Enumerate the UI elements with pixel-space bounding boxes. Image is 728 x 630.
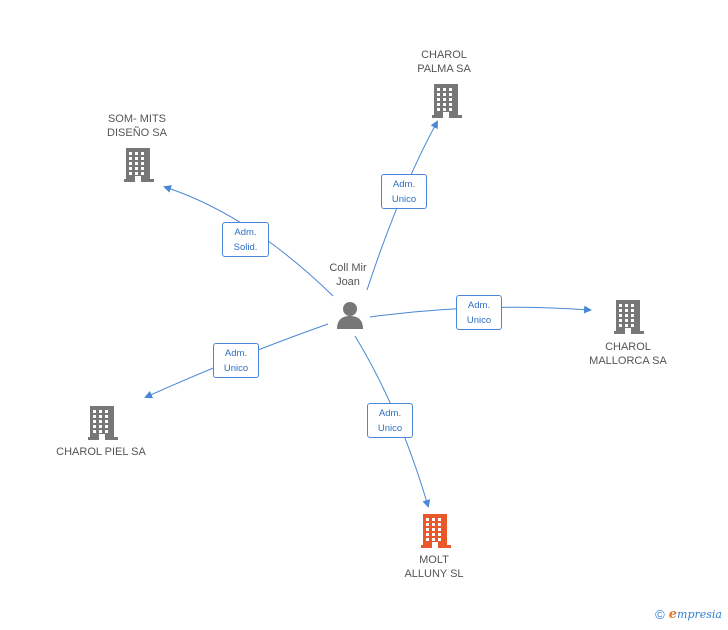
copyright-symbol: © (655, 607, 665, 622)
company-label-sommits: SOM- MITS DISEÑO SA (107, 113, 167, 139)
building-icon-palma[interactable] (432, 84, 462, 123)
company-label-palma: CHAROL PALMA SA (417, 49, 471, 75)
brand-logo: empresia (668, 607, 722, 622)
footer-brand[interactable]: © empresia (655, 607, 722, 622)
company-label-piel: CHAROL PIEL SA (56, 446, 146, 458)
edge-label-sommits[interactable]: Adm. Solid. (222, 222, 269, 257)
edge-label-piel[interactable]: Adm. Unico (213, 343, 259, 378)
building-icon-mallorca[interactable] (614, 300, 644, 339)
building-icon-molt[interactable] (421, 514, 451, 553)
building-icon-piel[interactable] (88, 406, 118, 445)
center-person-label: Coll Mir Joan (329, 262, 367, 288)
edge-label-palma[interactable]: Adm. Unico (381, 174, 427, 209)
building-icon-sommits[interactable] (124, 148, 154, 187)
edge-label-mallorca[interactable]: Adm. Unico (456, 295, 502, 330)
company-label-mallorca: CHAROL MALLORCA SA (589, 341, 667, 367)
edge-label-molt[interactable]: Adm. Unico (367, 403, 413, 438)
person-icon[interactable] (335, 300, 365, 335)
company-label-molt: MOLT ALLUNY SL (404, 554, 464, 580)
